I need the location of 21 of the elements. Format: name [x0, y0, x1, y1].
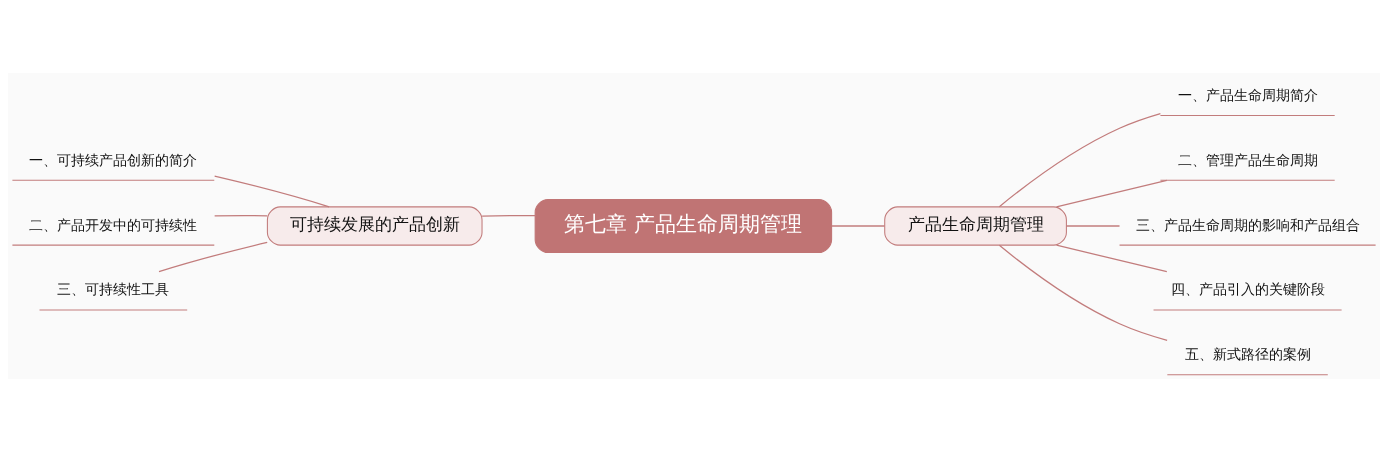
connector	[1055, 244, 1168, 272]
node-text: 二、产品开发中的可持续性	[29, 216, 198, 233]
node-box: 第七章 产品生命周期管理	[534, 198, 833, 253]
node-box: 可持续发展的产品创新	[266, 205, 483, 246]
connector	[158, 241, 268, 272]
node-text: 二、管理产品生命周期	[1177, 151, 1318, 168]
connector	[481, 214, 536, 217]
node-text: 一、可持续产品创新的简介	[29, 151, 198, 168]
node-text: 一、产品生命周期简介	[1177, 86, 1318, 103]
connector	[998, 112, 1162, 207]
node-text: 三、产品生命周期的影响和产品组合	[1135, 216, 1360, 233]
node-box: 产品生命周期管理	[884, 205, 1067, 246]
connector	[831, 224, 886, 227]
node-text: 三、可持续性工具	[57, 280, 170, 297]
connector	[214, 175, 330, 207]
connector	[1055, 179, 1168, 207]
connector	[998, 244, 1168, 341]
connector	[214, 214, 268, 217]
node-text: 五、新式路径的案例	[1184, 345, 1311, 362]
node-text: 四、产品引入的关键阶段	[1170, 280, 1325, 297]
connector	[1065, 224, 1121, 227]
